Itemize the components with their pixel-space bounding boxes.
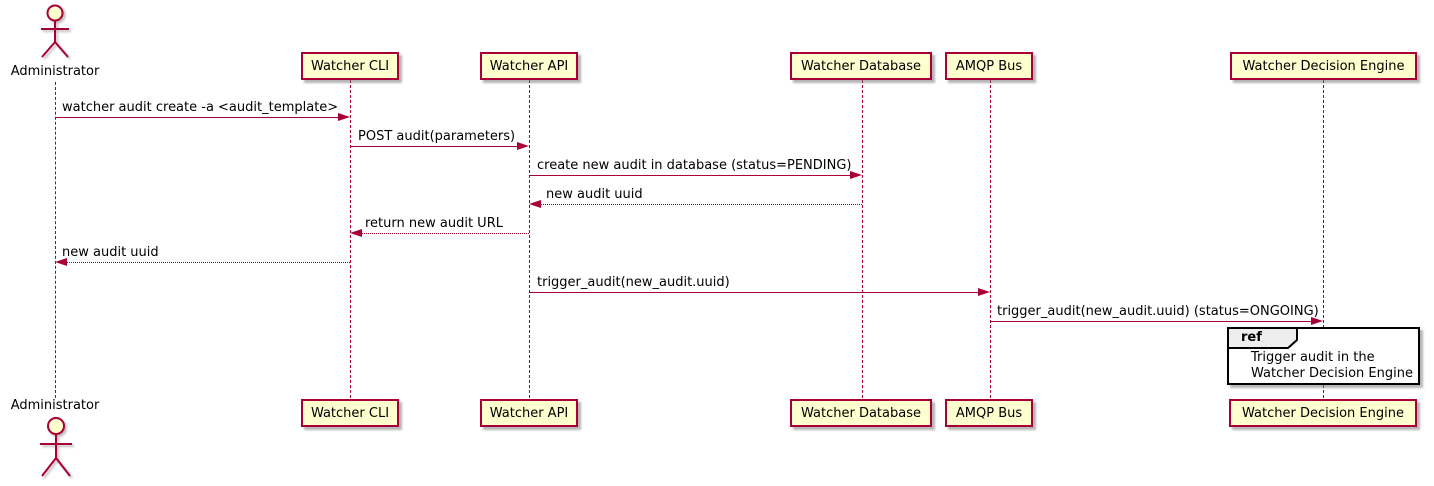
message-line <box>529 292 979 293</box>
message-line <box>55 117 339 118</box>
actor-icon <box>40 417 72 477</box>
message-line <box>350 146 518 147</box>
participant-watcher-decision-engine-top: Watcher Decision Engine <box>1230 52 1417 80</box>
participant-label: Watcher API <box>489 58 569 74</box>
message-line <box>529 175 851 176</box>
arrowhead-icon <box>1311 316 1323 325</box>
actor-label-bottom: Administrator <box>10 398 100 413</box>
arrowhead-icon <box>529 199 541 208</box>
participant-watcher-decision-engine-bottom: Watcher Decision Engine <box>1229 399 1417 427</box>
participant-label: AMQP Bus <box>955 405 1023 421</box>
message-line <box>67 262 350 263</box>
arrowhead-icon <box>350 228 362 237</box>
participant-watcher-database-top: Watcher Database <box>790 52 932 80</box>
message-label: trigger_audit(new_audit.uuid) (status=ON… <box>997 304 1319 319</box>
participant-watcher-api-bottom: Watcher API <box>480 399 578 427</box>
lifeline-watcher-database <box>862 80 863 398</box>
message-line <box>362 233 529 234</box>
lifeline-amqp-bus <box>990 80 991 398</box>
message-label: POST audit(parameters) <box>358 129 516 144</box>
lifeline-watcher-api <box>529 80 530 398</box>
participant-label: Watcher Database <box>801 58 921 74</box>
participant-label: Watcher Database <box>801 405 921 421</box>
participant-label: Watcher CLI <box>310 58 390 74</box>
message-label: watcher audit create -a <audit_template> <box>62 100 339 115</box>
participant-label: AMQP Bus <box>955 58 1023 74</box>
lifeline-administrator <box>55 82 56 398</box>
arrowhead-icon <box>517 141 529 150</box>
message-label: new audit uuid <box>546 187 643 202</box>
participant-watcher-database-bottom: Watcher Database <box>790 399 932 427</box>
message-label: create new audit in database (status=PEN… <box>537 158 852 173</box>
participant-watcher-cli-top: Watcher CLI <box>301 52 399 80</box>
participant-amqp-bus-top: AMQP Bus <box>945 52 1033 80</box>
participant-watcher-cli-bottom: Watcher CLI <box>301 399 399 427</box>
message-line <box>990 321 1312 322</box>
ref-tab-icon <box>1227 327 1298 349</box>
ref-keyword: ref <box>1241 330 1262 345</box>
message-label: new audit uuid <box>62 245 159 260</box>
lifeline-watcher-decision-engine <box>1323 80 1324 398</box>
participant-amqp-bus-bottom: AMQP Bus <box>945 399 1033 427</box>
participant-label: Watcher Decision Engine <box>1242 58 1405 74</box>
participant-watcher-api-top: Watcher API <box>480 52 578 80</box>
arrowhead-icon <box>55 257 67 266</box>
participant-label: Watcher Decision Engine <box>1242 405 1404 421</box>
ref-text-line1: Trigger audit in the <box>1251 350 1375 365</box>
ref-text-line2: Watcher Decision Engine <box>1251 366 1413 381</box>
participant-label: Watcher CLI <box>310 405 390 421</box>
participant-label: Watcher API <box>489 405 569 421</box>
message-label: trigger_audit(new_audit.uuid) <box>537 275 730 290</box>
arrowhead-icon <box>978 287 990 296</box>
arrowhead-icon <box>850 170 862 179</box>
actor-icon <box>41 4 69 58</box>
message-line <box>541 204 862 205</box>
actor-label-top: Administrator <box>10 64 100 79</box>
message-label: return new audit URL <box>365 216 503 231</box>
ref-fragment: ref Trigger audit in the Watcher Decisio… <box>1227 327 1420 385</box>
arrowhead-icon <box>338 112 350 121</box>
lifeline-watcher-cli <box>350 80 351 398</box>
